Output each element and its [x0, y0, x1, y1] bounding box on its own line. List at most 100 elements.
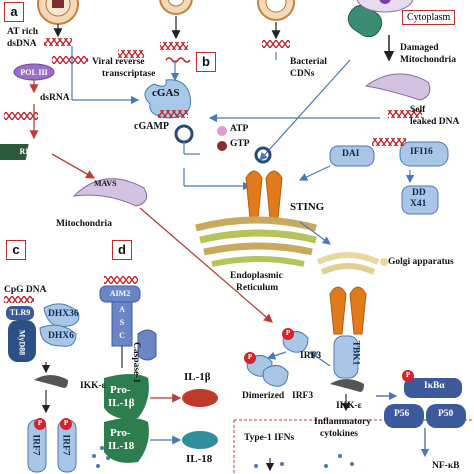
phospho-badge: P — [63, 419, 69, 427]
inflam-label-2: cytokines — [320, 429, 358, 439]
dai-label: DAI — [342, 149, 360, 159]
bacterial-label-2: CDNs — [290, 69, 315, 79]
gtp-dot — [217, 141, 227, 151]
phospho-badge: P — [285, 329, 291, 337]
cgamp-label: cGAMP — [134, 121, 169, 132]
rig1-box — [0, 144, 29, 160]
dna-icon — [262, 40, 290, 48]
mitochondrion-icon — [356, 0, 414, 13]
virus-icon — [257, 0, 295, 21]
ddx41-box — [401, 185, 439, 215]
damaged-label-2: Mitochondria — [400, 55, 456, 65]
dna-icon — [44, 38, 72, 46]
tlr9-label: TLR9 — [9, 308, 31, 317]
ikk-left-label: IKK-ε — [80, 381, 106, 391]
viral-rt-label-2: transcriptase — [102, 69, 156, 79]
atp-label: ATP — [230, 124, 249, 134]
mitochondrion-icon — [364, 73, 431, 101]
myd88-label: MyD88 — [17, 329, 27, 356]
er-label-2: Reticulum — [236, 283, 279, 293]
viral-rt-label-1: Viral reverse — [92, 57, 145, 67]
sting-label: STING — [290, 201, 325, 213]
dimerized-label: Dimerized — [242, 391, 285, 401]
dhx6-label: DHX6 — [48, 331, 74, 341]
mitochondrion-icon — [72, 178, 148, 207]
dai-box — [329, 145, 375, 167]
panel-b-label: b — [196, 52, 216, 72]
atp-dot — [217, 126, 227, 136]
nfkb-label: NF-κB — [432, 461, 460, 471]
self-leaked-label-1: Self — [410, 105, 426, 115]
virus-icon — [37, 0, 79, 25]
mitochondria-label: Mitochondria — [56, 219, 112, 229]
pro-il18-label-1: Pro- — [110, 427, 131, 439]
phospho-badge: P — [37, 419, 43, 427]
er-label-1: Endoplasmic — [230, 271, 283, 281]
dimer-irf3-label: IRF3 — [292, 391, 314, 401]
irf7-b-label: IRF7 — [60, 434, 71, 456]
virus-icon — [159, 0, 193, 15]
ddx41-label-2: X41 — [410, 199, 427, 209]
phospho-badge: P — [405, 371, 411, 379]
asc-c-label: C — [119, 331, 125, 340]
er-icon — [195, 216, 317, 267]
ifi16-label: IFI16 — [410, 147, 433, 157]
phospho-badge: P — [247, 353, 253, 361]
pro-il1b-label-2: IL-1β — [108, 397, 135, 409]
il1b-blob — [182, 389, 218, 407]
ddx41-label-1: DD — [412, 188, 426, 198]
p50-box — [426, 404, 466, 428]
il18-label: IL-18 — [186, 453, 213, 465]
irf7-a-label: IRF7 — [30, 434, 41, 456]
bacterial-label-1: Bacterial — [290, 57, 327, 67]
sting-tbk1 — [329, 286, 367, 379]
p56-box — [384, 404, 424, 428]
dna-icon — [52, 56, 88, 64]
ikk-right-label: IKK-ε — [336, 401, 362, 411]
inflam-label-1: Inflammatory — [314, 417, 371, 427]
panel-d-label: d — [112, 240, 132, 260]
asc-s-label: S — [119, 318, 125, 327]
damaged-label-1: Damaged — [400, 43, 439, 53]
pro-il18-blob — [104, 418, 149, 463]
cytoplasm-label: Cytoplasm — [402, 10, 456, 25]
caspase1-label: Caspase-1 — [131, 342, 141, 384]
pro-il18-label-2: IL-18 — [108, 440, 135, 452]
dhx36-blob — [43, 303, 80, 328]
il18-blob — [182, 431, 218, 449]
self-leaked-label-2: leaked DNA — [410, 117, 460, 127]
dhx36-label: DHX36 — [48, 309, 79, 319]
dna-icon — [160, 42, 188, 50]
il1b-label: IL-1β — [184, 371, 211, 383]
ikk-left-shape — [34, 375, 68, 388]
sting-dimer — [245, 146, 283, 219]
pro-il1b-label-1: Pro- — [110, 384, 131, 396]
irf3-label: IRF3 — [300, 351, 322, 361]
irf3-dimer-b — [262, 365, 289, 387]
rna-icon — [165, 57, 191, 63]
cgamp-molecule — [174, 124, 194, 144]
panel-c-label: c — [6, 240, 26, 260]
dsdna-label: dsDNA — [7, 39, 37, 49]
ifi16-box — [399, 141, 449, 167]
cgas-label: cGAS — [152, 87, 180, 99]
ikba-label: IκBα — [424, 381, 445, 391]
golgi-icon — [316, 252, 388, 275]
mavs-label: MAVS — [94, 179, 117, 188]
type1-ifns-label: Type-1 IFNs — [244, 433, 295, 443]
pro-il1b-blob — [104, 374, 149, 419]
aim2-label: AIM2 — [109, 289, 131, 298]
gtp-label: GTP — [230, 139, 250, 149]
tlr9-receptor — [6, 306, 36, 362]
golgi-label: Golgi apparatus — [388, 257, 454, 267]
p50-label: P50 — [438, 409, 454, 419]
rig1-label: RIG-I — [19, 147, 41, 156]
tbk1-label: TBK1 — [350, 340, 361, 366]
dna-icon — [118, 50, 144, 58]
dhx6-blob — [39, 324, 77, 347]
asc-a-label: A — [119, 305, 125, 314]
at-rich-label: AT rich — [7, 27, 39, 37]
panel-a-label: a — [4, 2, 24, 22]
